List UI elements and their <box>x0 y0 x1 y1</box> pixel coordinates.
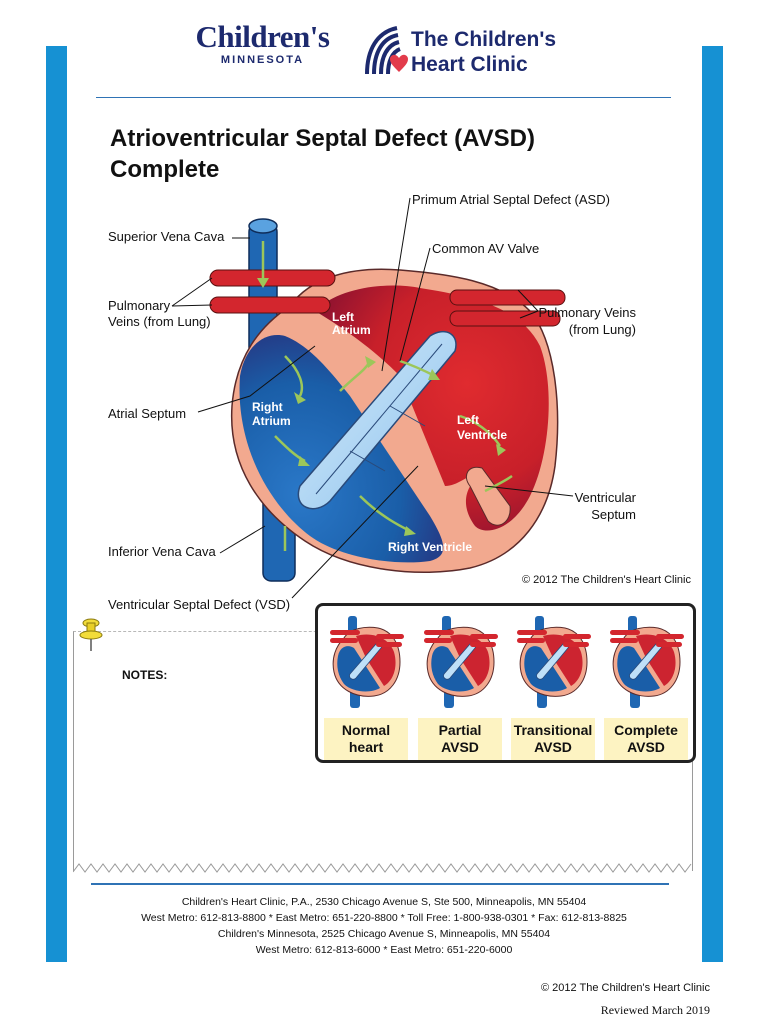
stage-label-partial-line1: Partial <box>438 722 482 738</box>
avsd-stages-panel: Normal heart Partial AVSD Transitional A… <box>315 603 696 763</box>
page-title-line2: Complete <box>110 156 220 183</box>
mini-heart-complete <box>610 616 684 708</box>
chamber-label-left-atrium-2: Atrium <box>332 323 371 337</box>
page-copyright: © 2012 The Children's Heart Clinic <box>541 982 710 994</box>
heart-clinic-logo-line2: Heart Clinic <box>411 53 528 76</box>
stage-label-complete-line2: AVSD <box>627 739 665 755</box>
stage-normal-heart: Normal heart <box>322 614 410 760</box>
right-blue-side-bar <box>702 46 723 962</box>
mini-heart-transitional <box>517 616 591 708</box>
footer-contact: Children's Heart Clinic, P.A., 2530 Chic… <box>70 894 698 958</box>
chamber-label-left-ventricle-2: Ventricle <box>457 428 508 442</box>
label-pulmonary-veins-right-2: (from Lung) <box>568 322 636 337</box>
label-pulmonary-veins-left-1: Pulmonary <box>108 298 171 313</box>
footer-divider <box>91 883 669 885</box>
chamber-label-right-atrium-1: Right <box>252 400 283 414</box>
avsd-heart-diagram: Superior Vena Cava Pulmonary Veins (from… <box>100 186 710 616</box>
chamber-label-right-ventricle: Right Ventricle <box>388 540 473 554</box>
childrens-heart-clinic-logo: The Children's Heart Clinic <box>363 22 603 82</box>
stage-label-partial: Partial AVSD <box>418 718 502 760</box>
label-pulmonary-veins-right-1: Pulmonary Veins <box>538 305 636 320</box>
footer-line4: West Metro: 612-813-6000 * East Metro: 6… <box>255 944 513 956</box>
diagram-copyright: © 2012 The Children's Heart Clinic <box>522 574 691 586</box>
stage-partial-avsd: Partial AVSD <box>416 614 504 760</box>
heart-clinic-logo-line1: The Children's <box>411 28 557 51</box>
stage-complete-avsd: Complete AVSD <box>602 614 690 760</box>
label-inferior-vena-cava: Inferior Vena Cava <box>108 544 216 559</box>
label-common-av-valve: Common AV Valve <box>432 241 540 256</box>
push-pin-icon <box>79 618 103 651</box>
mini-heart-normal <box>330 616 404 708</box>
label-primum-atrial-septal-defect: Primum Atrial Septal Defect (ASD) <box>412 192 610 207</box>
chamber-label-left-atrium-1: Left <box>332 310 354 324</box>
stage-label-complete-line1: Complete <box>614 722 678 738</box>
stage-label-normal-line1: Normal <box>341 722 391 738</box>
footer-line2: West Metro: 612-813-8800 * East Metro: 6… <box>141 912 627 924</box>
stage-label-normal: Normal heart <box>324 718 408 760</box>
label-pulmonary-veins-left-2: Veins (from Lung) <box>108 314 211 329</box>
mini-heart-partial <box>424 616 498 708</box>
label-superior-vena-cava: Superior Vena Cava <box>108 229 225 244</box>
childrens-minnesota-logo: Children's MINNESOTA <box>180 18 345 66</box>
stage-label-transitional-line1: Transitional <box>513 722 593 738</box>
stage-label-transitional-line2: AVSD <box>534 739 572 755</box>
header-divider <box>96 97 671 98</box>
stage-transitional-avsd: Transitional AVSD <box>509 614 597 760</box>
label-ventricular-septum-1: Ventricular <box>574 490 636 505</box>
heart-illustration <box>171 197 574 599</box>
heart-clinic-mark-icon <box>365 26 408 75</box>
stage-label-partial-line2: AVSD <box>441 739 479 755</box>
label-ventricular-septum-2: Septum <box>591 507 636 522</box>
stage-label-transitional: Transitional AVSD <box>511 718 595 760</box>
childrens-logo-sub: MINNESOTA <box>220 54 305 66</box>
childrens-logo-name: Children's <box>195 19 330 54</box>
chamber-label-left-ventricle-1: Left <box>457 413 479 427</box>
torn-paper-edge <box>73 863 692 873</box>
notes-label: NOTES: <box>122 668 168 682</box>
label-ventricular-septal-defect: Ventricular Septal Defect (VSD) <box>108 597 291 612</box>
stage-label-normal-line2: heart <box>348 739 384 755</box>
stage-label-complete: Complete AVSD <box>604 718 688 760</box>
reviewed-date: Reviewed March 2019 <box>600 1003 710 1017</box>
header-logos: Children's MINNESOTA The Children's Hear… <box>180 18 600 80</box>
page-title: Atrioventricular Septal Defect (AVSD) Co… <box>110 123 670 185</box>
footer-line3: Children's Minnesota, 2525 Chicago Avenu… <box>217 928 551 940</box>
page-title-line1: Atrioventricular Septal Defect (AVSD) <box>110 125 535 152</box>
footer-line1: Children's Heart Clinic, P.A., 2530 Chic… <box>181 896 587 908</box>
left-blue-side-bar <box>46 46 67 962</box>
chamber-label-right-atrium-2: Atrium <box>252 414 291 428</box>
label-atrial-septum: Atrial Septum <box>108 406 187 421</box>
